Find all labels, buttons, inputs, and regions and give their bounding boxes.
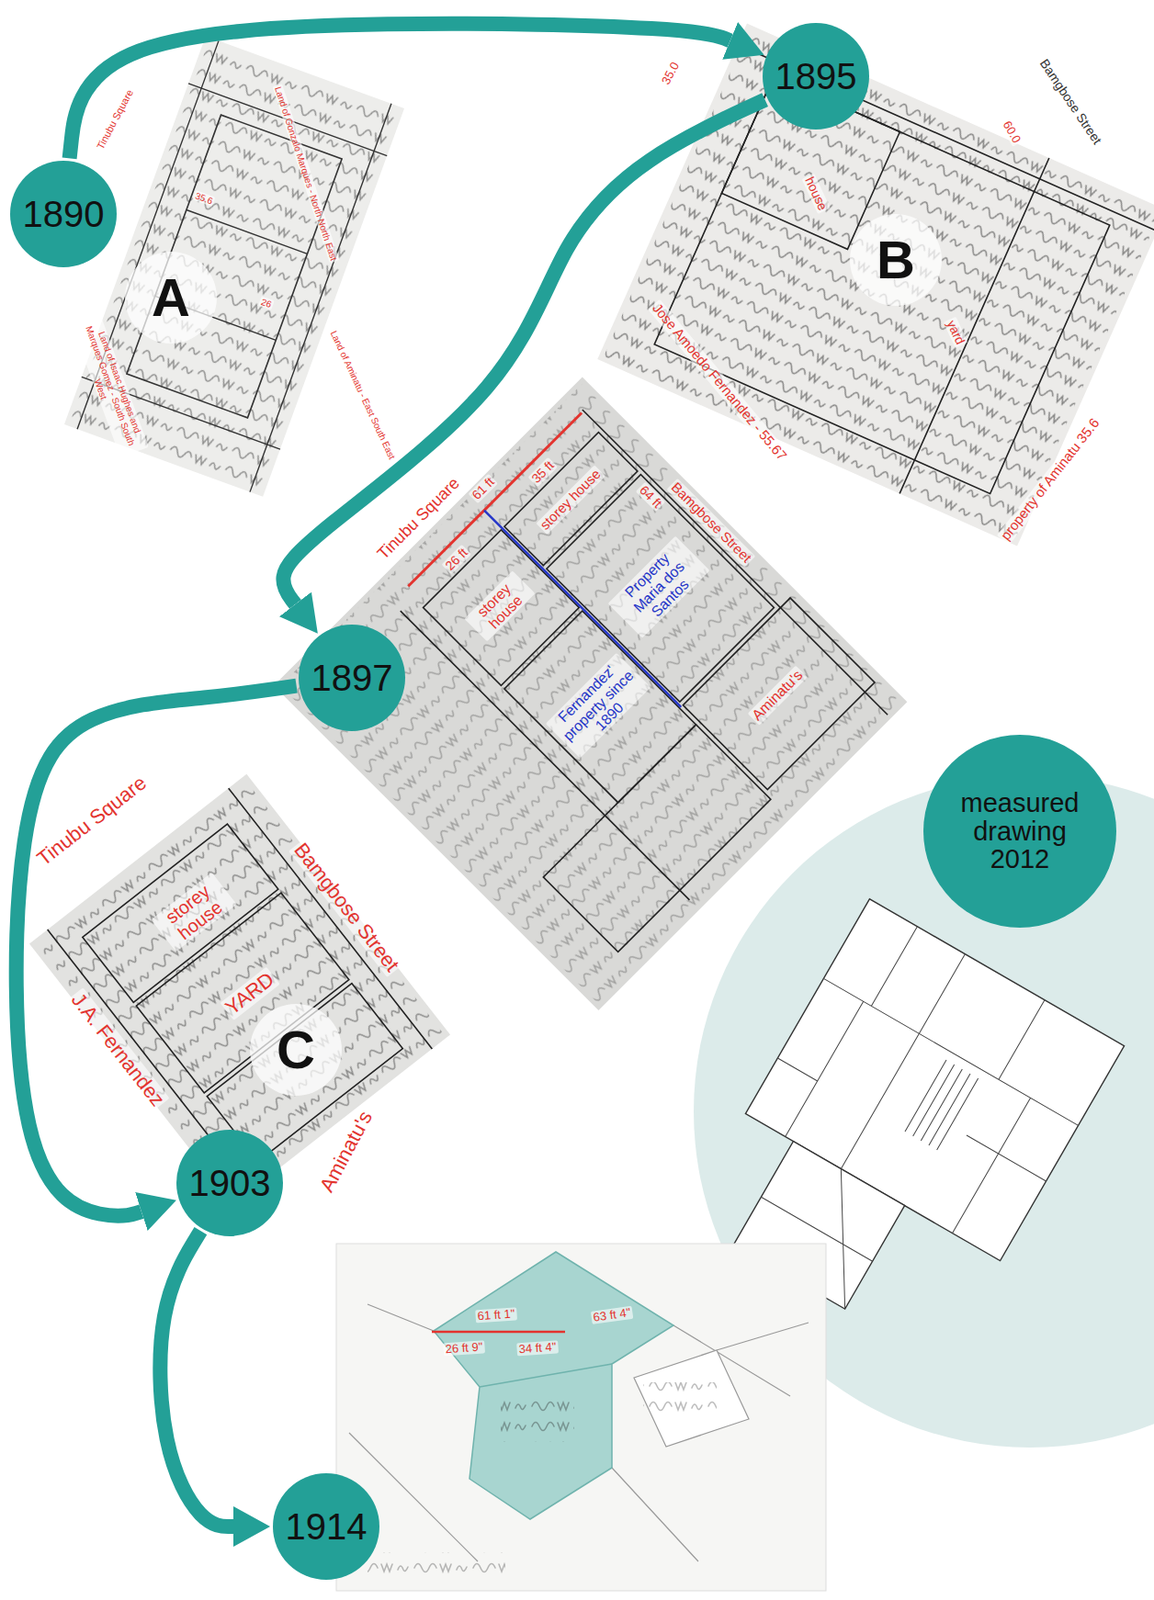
plot-outline — [546, 475, 774, 702]
street-label: Tinubu Square — [31, 770, 152, 872]
year-badge: measured drawing 2012 — [923, 735, 1117, 928]
panel-letter: C — [249, 1004, 342, 1097]
year-text: 1914 — [285, 1507, 368, 1547]
year-badge: 1890 — [10, 160, 117, 268]
year-text: 1895 — [775, 56, 858, 96]
building-outlines — [328, 399, 898, 969]
scan-handwriting — [367, 1552, 506, 1581]
plan-1890 — [64, 35, 405, 498]
year-text: 1890 — [22, 194, 105, 234]
dimension-line — [431, 1331, 566, 1335]
year-badge: 1903 — [176, 1130, 283, 1237]
plot-lines — [597, 23, 1154, 547]
plan-1914 — [336, 1244, 826, 1592]
dimension-label: 35.0 — [658, 58, 683, 90]
plot-lines — [390, 409, 888, 907]
scan-ground — [597, 23, 1154, 547]
panel-letter: A — [124, 251, 217, 344]
building-outline — [82, 824, 279, 1003]
year-badge: 1895 — [762, 22, 870, 130]
year-text: 1897 — [311, 658, 394, 698]
plot-outline — [504, 610, 697, 804]
panel-letter-text: C — [276, 1022, 316, 1079]
boundary-label: Land of Aminatu - East South East — [328, 328, 398, 464]
scan-handwriting — [643, 1382, 717, 1420]
timeline-arrow — [159, 1231, 234, 1528]
panel-letter: B — [849, 214, 942, 306]
plan-1897 — [273, 377, 907, 1011]
year-text: 1903 — [189, 1164, 272, 1203]
year-badge: 1914 — [272, 1473, 380, 1581]
plot-lines — [64, 35, 405, 498]
scan-handwriting — [69, 42, 398, 492]
year-badge: 1897 — [298, 624, 406, 732]
plan-1895 — [597, 23, 1154, 547]
scan-ground — [273, 377, 907, 1011]
neighbour-plot — [633, 1350, 749, 1448]
panel-letter-text: A — [151, 270, 191, 327]
scan-ground — [64, 35, 405, 498]
panel-letter-text: B — [876, 232, 916, 289]
plot-outline — [654, 75, 1110, 494]
building-outline — [504, 432, 638, 566]
plot-outline — [682, 598, 875, 791]
scan-handwriting — [500, 1396, 575, 1443]
street-label: Bamgbose Street — [1035, 55, 1105, 149]
scan-ground — [336, 1244, 826, 1592]
property-divider — [479, 1364, 612, 1388]
timeline-arrow — [69, 23, 731, 159]
year-text: measured drawing 2012 — [950, 789, 1089, 873]
street-label: Tinubu Square — [93, 86, 136, 154]
scan-handwriting — [280, 384, 901, 1005]
